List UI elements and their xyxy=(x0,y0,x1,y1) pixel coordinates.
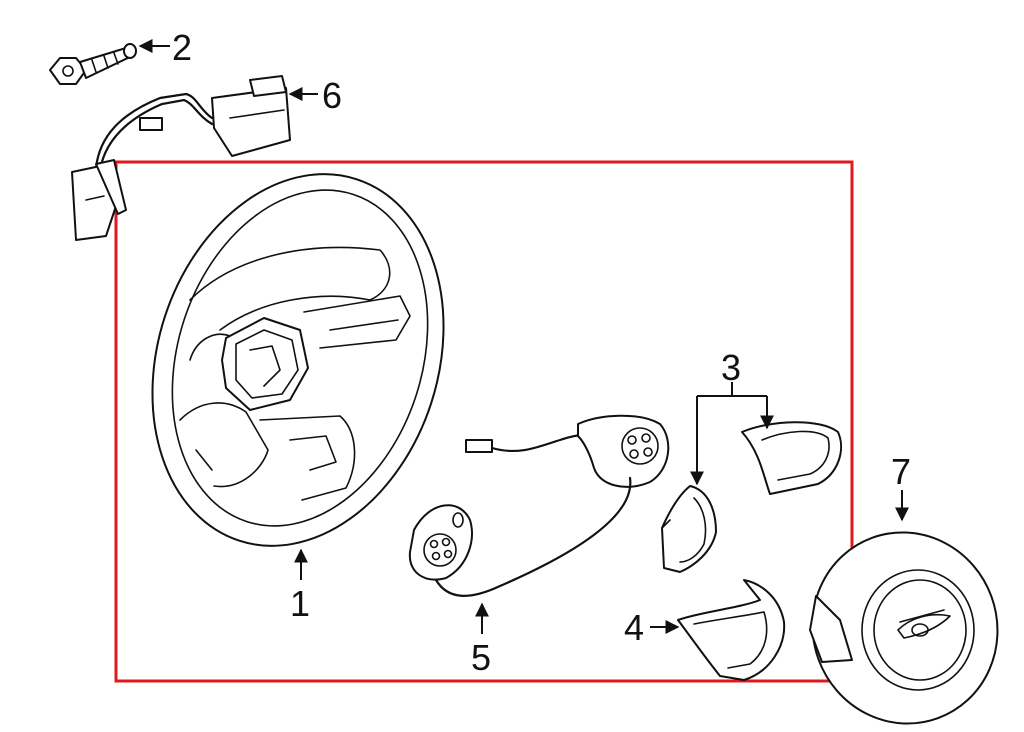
callout-7: 7 xyxy=(891,451,911,492)
switch-covers xyxy=(661,421,843,573)
lower-trim-cover xyxy=(677,579,786,681)
callout-3: 3 xyxy=(721,347,741,388)
control-switch-harness xyxy=(408,414,670,597)
callout-6: 6 xyxy=(322,75,342,116)
callout-4: 4 xyxy=(624,607,644,648)
assembly-frame xyxy=(114,160,854,683)
steering-wheel xyxy=(151,173,445,547)
bolt xyxy=(49,43,137,85)
callout-1: 1 xyxy=(290,583,310,624)
leader-3 xyxy=(690,382,774,486)
callout-2: 2 xyxy=(172,27,192,68)
callout-5: 5 xyxy=(471,637,491,678)
wiring-connector xyxy=(71,75,291,241)
airbag-module xyxy=(809,531,999,725)
